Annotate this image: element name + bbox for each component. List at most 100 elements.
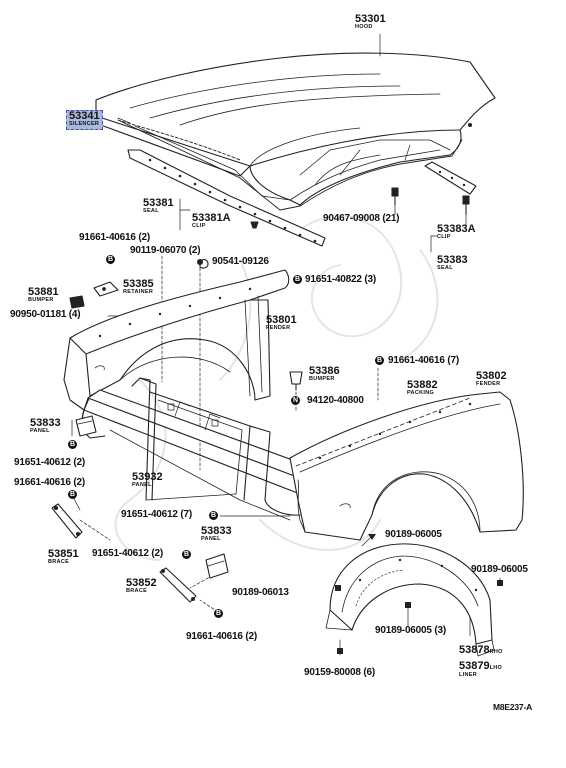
label-53381: 53381 SEAL bbox=[143, 198, 174, 215]
label-53852: 53852 BRACE bbox=[126, 578, 157, 595]
part-name: BRACE bbox=[126, 588, 148, 594]
part-name: RHO bbox=[489, 649, 503, 655]
part-number: 53341 bbox=[69, 110, 100, 122]
label-91661-40616-a: 91661-40616 (2) bbox=[79, 232, 150, 243]
seal-53383 bbox=[424, 161, 477, 195]
part-number: 53879 bbox=[459, 660, 490, 672]
label-53833-right: 53833 PANEL bbox=[201, 526, 232, 543]
bolt-badge: B bbox=[293, 275, 302, 284]
panel-53833-left bbox=[75, 415, 97, 437]
bolt-badge: B bbox=[68, 440, 77, 449]
label-91661-40616-b: 91661-40616 (7) bbox=[388, 355, 459, 366]
part-number: 53852 bbox=[126, 577, 157, 589]
part-number: 53802 bbox=[476, 370, 507, 382]
part-name: FENDER bbox=[266, 325, 291, 331]
bolt-badge: B bbox=[68, 490, 77, 499]
label-91661-40616-c: 91661-40616 (2) bbox=[14, 477, 85, 488]
part-name: HOOD bbox=[355, 24, 373, 30]
part-name: FENDER bbox=[476, 381, 501, 387]
bolt-badge: B bbox=[375, 356, 384, 365]
label-53882: 53882 PACKING bbox=[407, 380, 438, 397]
label-90159-80008: 90159-80008 (6) bbox=[304, 667, 375, 678]
part-name: BUMPER bbox=[28, 297, 54, 303]
label-90119-06070: 90119-06070 (2) bbox=[130, 245, 201, 256]
part-number: 53878 bbox=[459, 644, 490, 656]
part-number: 53381A bbox=[192, 212, 231, 224]
brace-53852 bbox=[159, 567, 197, 603]
part-name: LHO bbox=[489, 665, 503, 671]
part-number: 53385 bbox=[123, 278, 154, 290]
label-53385: 53385 RETAINER bbox=[123, 279, 154, 296]
label-91651-40612-b: 91651-40612 (7) bbox=[121, 509, 192, 520]
panel-53833-right bbox=[205, 553, 229, 579]
label-53341[interactable]: 53341 SILENCER bbox=[66, 110, 103, 130]
label-53801: 53801 FENDER bbox=[266, 315, 297, 332]
label-53833-left: 53833 PANEL bbox=[30, 418, 61, 435]
label-90467-09008: 90467-09008 (21) bbox=[323, 213, 400, 224]
part-number: 53381 bbox=[143, 197, 174, 209]
part-number: 53932 bbox=[132, 471, 163, 483]
label-53851: 53851 BRACE bbox=[48, 549, 79, 566]
label-53383: 53383 SEAL bbox=[437, 255, 468, 272]
part-name: SILENCER bbox=[69, 121, 100, 127]
hood bbox=[95, 52, 496, 211]
label-53301: 53301 HOOD bbox=[355, 14, 386, 31]
fender-liner bbox=[325, 543, 495, 657]
part-name: BUMPER bbox=[309, 376, 335, 382]
label-90189-06005-a: 90189-06005 bbox=[385, 529, 442, 540]
nut-badge: N bbox=[291, 396, 300, 405]
part-name: BRACE bbox=[48, 559, 70, 565]
part-number: 53383 bbox=[437, 254, 468, 266]
label-53386: 53386 BUMPER bbox=[309, 366, 340, 383]
part-name: CLIP bbox=[192, 223, 206, 229]
part-name: LINER bbox=[459, 672, 477, 678]
fender-right bbox=[289, 391, 524, 541]
part-number: 53301 bbox=[355, 13, 386, 25]
label-53878-53879: 53878RHO 53879LHO LINER bbox=[459, 641, 503, 679]
label-90189-06005-b: 90189-06005 bbox=[471, 564, 528, 575]
bolt-badge: B bbox=[182, 550, 191, 559]
label-90950-01181: 90950-01181 (4) bbox=[10, 309, 81, 320]
label-91661-40616-d: 91661-40616 (2) bbox=[186, 631, 257, 642]
part-name: PACKING bbox=[407, 390, 435, 396]
part-name: PANEL bbox=[30, 428, 50, 434]
diagram-code: M8E237-A bbox=[493, 702, 533, 712]
part-number: 53801 bbox=[266, 314, 297, 326]
label-53383a: 53383A CLIP bbox=[437, 224, 476, 241]
part-number: 53882 bbox=[407, 379, 438, 391]
bumper-53881 bbox=[69, 295, 85, 309]
label-90189-06005-c: 90189-06005 (3) bbox=[375, 625, 446, 636]
part-number: 53833 bbox=[30, 417, 61, 429]
label-90541-09126: 90541-09126 bbox=[212, 256, 269, 267]
label-91651-40612-a: 91651-40612 (2) bbox=[14, 457, 85, 468]
part-number: 53386 bbox=[309, 365, 340, 377]
part-number: 53851 bbox=[48, 548, 79, 560]
part-number: 53833 bbox=[201, 525, 232, 537]
part-name: SEAL bbox=[143, 208, 159, 214]
bumper-53386 bbox=[289, 371, 303, 391]
label-53881: 53881 BUMPER bbox=[28, 287, 59, 304]
label-90189-06013: 90189-06013 bbox=[232, 587, 289, 598]
bolt-badge: B bbox=[209, 511, 218, 520]
bolt-badge: B bbox=[214, 609, 223, 618]
screws bbox=[197, 259, 503, 654]
part-number: 53383A bbox=[437, 223, 476, 235]
label-94120-40800: 94120-40800 bbox=[307, 395, 364, 406]
part-name: RETAINER bbox=[123, 289, 154, 295]
silencer bbox=[117, 119, 241, 161]
part-name: CLIP bbox=[437, 234, 451, 240]
part-number: 53881 bbox=[28, 286, 59, 298]
retainer-53385 bbox=[93, 281, 119, 297]
label-53381a: 53381A CLIP bbox=[192, 213, 231, 230]
label-91651-40612-c: 91651-40612 (2) bbox=[92, 548, 163, 559]
fender-left bbox=[63, 269, 290, 433]
part-name: PANEL bbox=[132, 482, 152, 488]
label-53802: 53802 FENDER bbox=[476, 371, 507, 388]
bolt-badge: B bbox=[106, 255, 115, 264]
label-53932: 53932 PANEL bbox=[132, 472, 163, 489]
brace-53851 bbox=[51, 503, 83, 539]
part-name: PANEL bbox=[201, 536, 221, 542]
seal-53381 bbox=[127, 149, 326, 247]
